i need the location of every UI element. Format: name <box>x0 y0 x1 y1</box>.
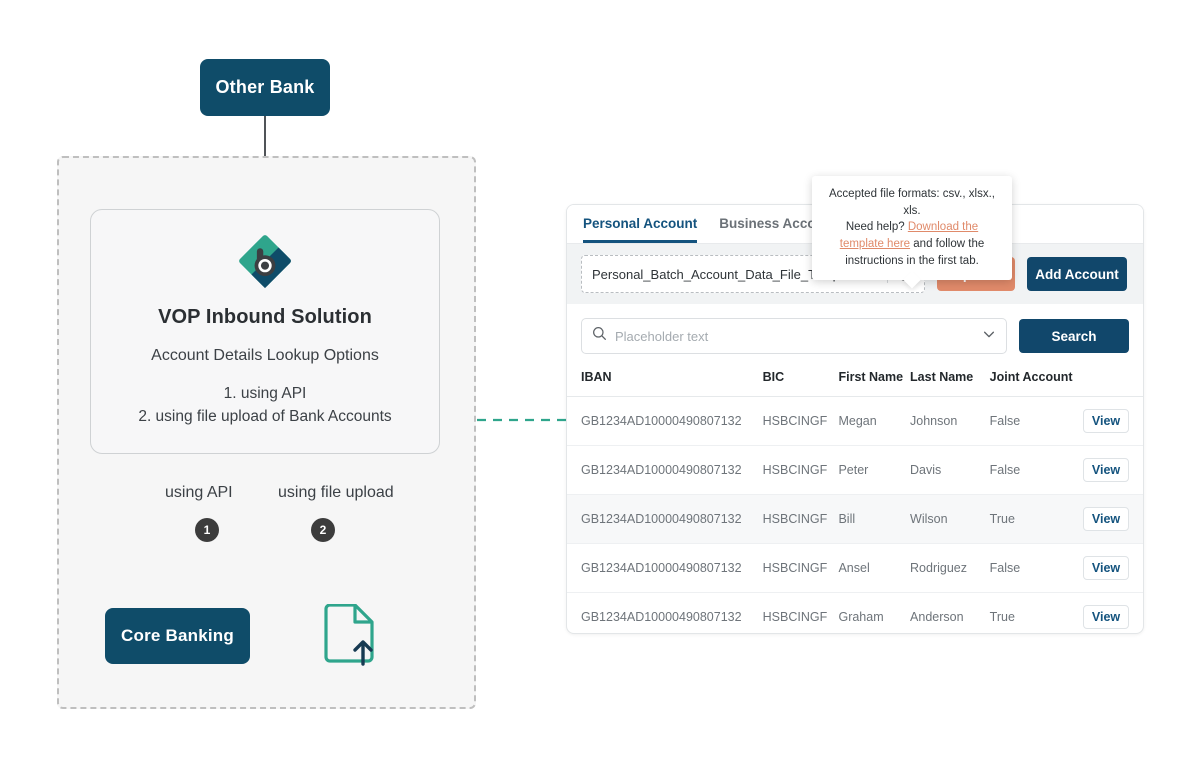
cell-bic: HSBCINGF <box>762 561 828 575</box>
cell-last-name: Wilson <box>910 512 948 526</box>
cell-first-name: Megan <box>838 414 877 428</box>
view-button[interactable]: View <box>1083 458 1129 482</box>
accounts-table: IBAN BIC First Name Last Name Joint Acco… <box>567 366 1143 634</box>
col-header-last-name: Last Name <box>910 370 974 384</box>
cell-bic: HSBCINGF <box>762 463 828 477</box>
tab-personal-account[interactable]: Personal Account <box>583 216 698 243</box>
view-button[interactable]: View <box>1083 556 1129 580</box>
table-header: IBAN BIC First Name Last Name Joint Acco… <box>567 366 1143 397</box>
brand-diamond-b-logo-icon <box>239 235 291 289</box>
col-header-actions <box>1081 366 1143 397</box>
cell-iban: GB1234AD10000490807132 <box>581 414 742 428</box>
cell-iban: GB1234AD10000490807132 <box>581 512 742 526</box>
search-placeholder-text: Placeholder text <box>615 328 709 344</box>
search-input[interactable]: Placeholder text <box>581 318 1007 354</box>
col-header-first-name: First Name <box>838 370 904 384</box>
view-button[interactable]: View <box>1083 605 1129 629</box>
tab-business-account[interactable]: Business Account <box>719 216 837 231</box>
cell-actions: View <box>1081 397 1143 446</box>
cell-actions: View <box>1081 495 1143 544</box>
file-upload-icon <box>324 604 374 666</box>
cell-iban: GB1234AD10000490807132 <box>581 610 742 624</box>
other-bank-label: Other Bank <box>215 77 315 97</box>
vop-inbound-solution-card: VOP Inbound Solution Account Details Loo… <box>90 209 440 454</box>
cell-iban: GB1234AD10000490807132 <box>581 561 742 575</box>
cell-joint-account: False <box>989 463 1021 477</box>
table-row[interactable]: GB1234AD10000490807132 HSBCINGF Ansel Rodri… <box>567 544 1143 593</box>
cell-actions: View <box>1081 446 1143 495</box>
table-row[interactable]: GB1234AD10000490807132 HSBCINGF Graham Ande… <box>567 593 1143 634</box>
col-header-joint-account: Joint Account <box>989 370 1073 384</box>
tooltip-line-1: Accepted file formats: csv., xlsx., xls. <box>829 188 995 217</box>
table-row[interactable]: GB1234AD10000490807132 HSBCINGF Peter Davis… <box>567 446 1143 495</box>
search-toolbar: Placeholder text Search <box>567 304 1143 366</box>
tooltip-suffix: and follow the instructions in the first… <box>845 238 985 267</box>
branch-label-using-file-upload: using file upload <box>278 484 394 501</box>
download-template-link[interactable]: Download the template here <box>839 221 979 251</box>
vop-option-2: 2. using file upload of Bank Accounts <box>138 408 392 425</box>
tooltip-line-2: Need help? Download the template here an… <box>823 219 1001 269</box>
view-button[interactable]: View <box>1083 507 1129 531</box>
cell-first-name: Graham <box>838 610 884 624</box>
tooltip-prefix: Need help? <box>845 221 908 234</box>
vop-subtitle: Account Details Lookup Options <box>151 347 379 364</box>
core-banking-label: Core Banking <box>121 626 234 645</box>
cell-actions: View <box>1081 544 1143 593</box>
node-core-banking[interactable]: Core Banking <box>105 608 250 664</box>
cell-joint-account: False <box>989 414 1021 428</box>
cell-first-name: Ansel <box>838 561 870 575</box>
selected-file-name: Personal_Batch_Account_Data_File_Templat… <box>592 266 853 282</box>
step-badge-1: 1 <box>195 518 219 542</box>
cell-joint-account: False <box>989 561 1021 575</box>
search-icon <box>592 326 607 346</box>
cell-last-name: Davis <box>910 463 942 477</box>
cell-first-name: Bill <box>838 512 856 526</box>
search-button[interactable]: Search <box>1019 319 1129 353</box>
cell-last-name: Anderson <box>910 610 964 624</box>
step-badge-2: 2 <box>311 518 335 542</box>
cell-first-name: Peter <box>838 463 869 477</box>
chevron-down-icon[interactable] <box>982 327 996 346</box>
cell-joint-account: True <box>989 512 1015 526</box>
col-header-iban: IBAN <box>581 370 612 384</box>
add-account-button[interactable]: Add Account <box>1027 257 1127 291</box>
view-button[interactable]: View <box>1083 409 1129 433</box>
cell-bic: HSBCINGF <box>762 512 828 526</box>
table-row[interactable]: GB1234AD10000490807132 HSBCINGF Megan Johns… <box>567 397 1143 446</box>
cell-joint-account: True <box>989 610 1015 624</box>
cell-last-name: Rodriguez <box>910 561 968 575</box>
cell-bic: HSBCINGF <box>762 610 828 624</box>
branch-label-using-api: using API <box>165 484 233 501</box>
file-format-tooltip: Accepted file formats: csv., xlsx., xls.… <box>812 176 1012 289</box>
cell-bic: HSBCINGF <box>762 414 828 428</box>
vop-option-1: 1. using API <box>223 385 307 402</box>
table-row[interactable]: GB1234AD10000490807132 HSBCINGF Bill Wilson… <box>567 494 1143 544</box>
cell-last-name: Johnson <box>910 414 958 428</box>
cell-actions: View <box>1081 593 1143 634</box>
cell-iban: GB1234AD10000490807132 <box>581 463 742 477</box>
node-other-bank[interactable]: Other Bank <box>200 59 330 116</box>
col-header-bic: BIC <box>762 370 785 384</box>
vop-title: VOP Inbound Solution <box>158 306 372 328</box>
